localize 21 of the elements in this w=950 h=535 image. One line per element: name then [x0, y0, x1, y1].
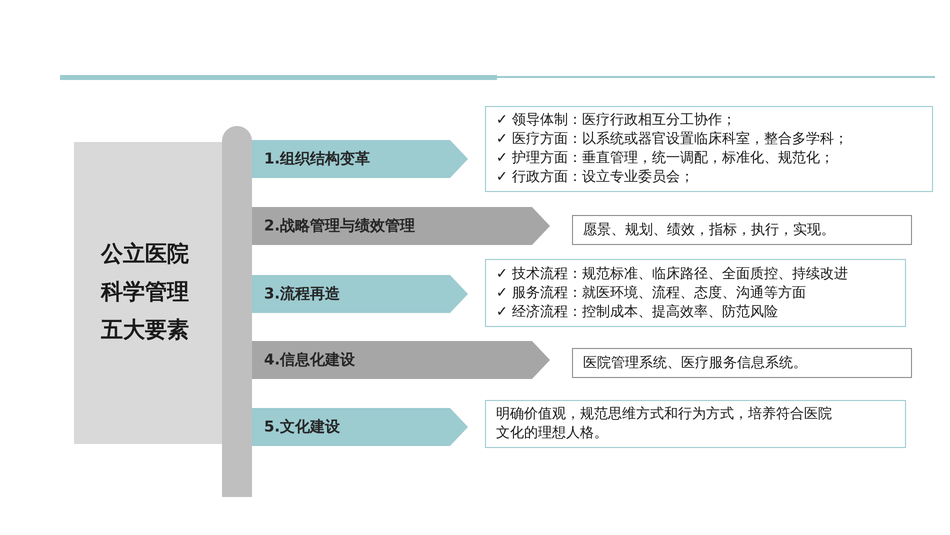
checklist-item: ✓ 技术流程：规范标准、临床路径、全面质控、持续改进	[496, 264, 850, 284]
band-label: 1.组织结构变革	[264, 150, 370, 168]
checklist-item: ✓ 医疗方面：以系统或器官设置临床科室，整合多学科；	[496, 130, 850, 149]
description-text: 明确价值观，规范思维方式和行为方式，培养符合医院文化的理想人格。	[496, 405, 833, 443]
band-label: 2.战略管理与绩效管理	[264, 216, 416, 236]
checklist-item: ✓ 领导体制：医疗行政相互分工协作；	[496, 111, 738, 130]
checklist-item: ✓ 服务流程：就医环境、流程、态度、沟通等方面	[496, 284, 808, 302]
description-text: 医院管理系统、医疗服务信息系统。	[583, 354, 808, 372]
band-label: 3.流程再造	[264, 284, 340, 304]
description-box	[572, 348, 912, 378]
band-label: 4.信息化建设	[264, 350, 356, 370]
description-box	[485, 106, 933, 192]
description-text: 愿景、规划、绩效，指标，执行，实现。	[583, 220, 836, 240]
checklist-item: ✓ 经济流程：控制成本、提高效率、防范风险	[496, 302, 780, 322]
checklist-item: ✓ 行政方面：设立专业委员会；	[496, 168, 696, 187]
description-box	[572, 215, 912, 245]
checklist-item: ✓ 护理方面：垂直管理，统一调配，标准化、规范化；	[496, 149, 836, 168]
description-box	[485, 259, 906, 327]
band-label: 5.文化建设	[264, 418, 340, 436]
description-box	[485, 400, 906, 448]
title-panel: 公立医院科学管理五大要素	[74, 142, 224, 444]
